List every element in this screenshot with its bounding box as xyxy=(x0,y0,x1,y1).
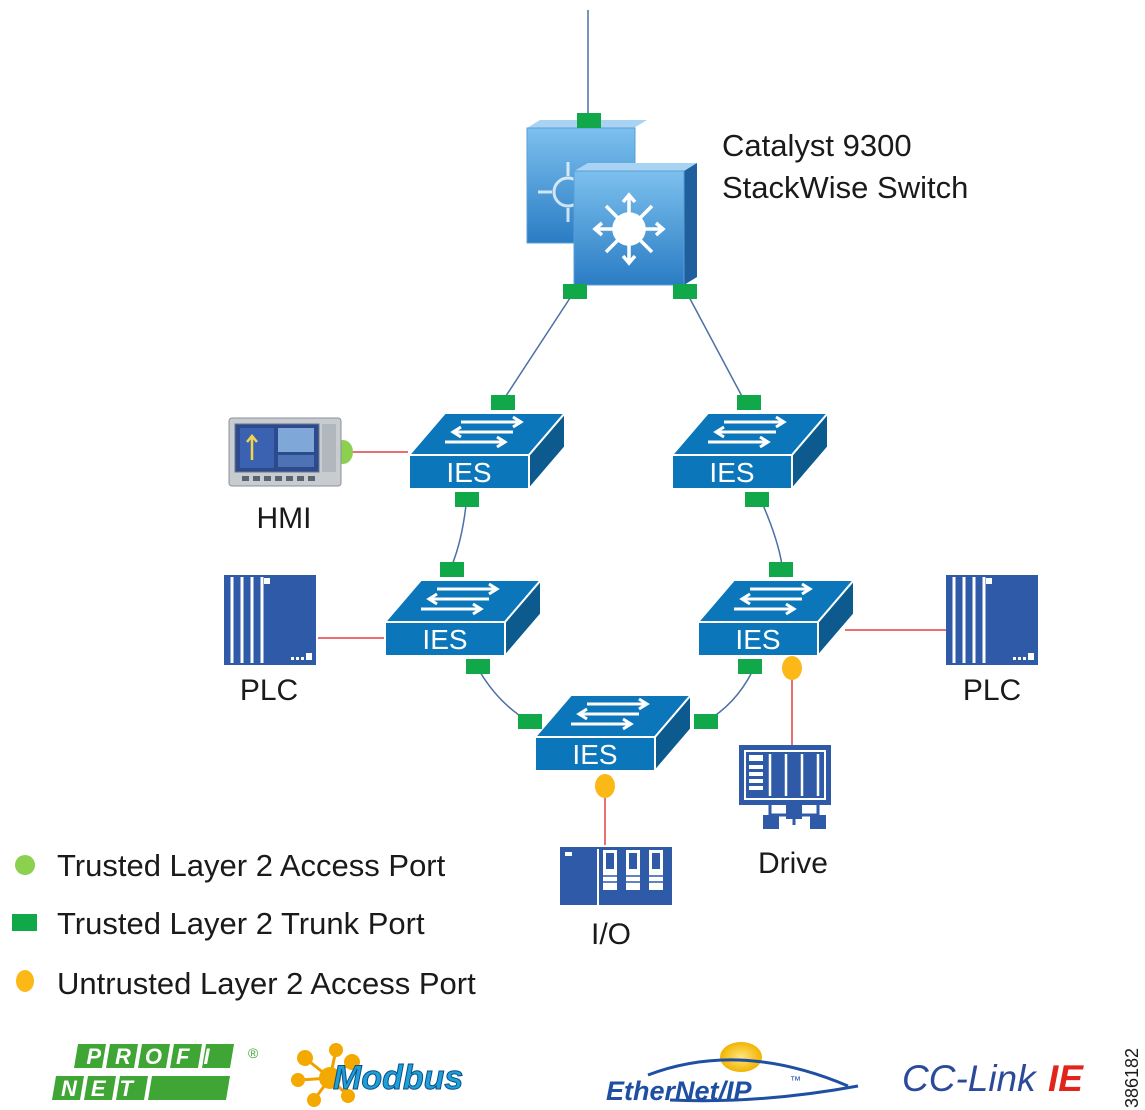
ethernet-ip-tm: ™ xyxy=(790,1075,801,1087)
ies-label: IES xyxy=(735,624,780,655)
link-ies1-ies3 xyxy=(451,504,467,566)
untrusted-port-drive xyxy=(782,656,802,680)
legend-item-trusted-access: Trusted Layer 2 Access Port xyxy=(15,848,446,883)
io-device[interactable] xyxy=(560,847,672,905)
cc-link-text: CC-Link xyxy=(902,1058,1038,1099)
modbus-text: Modbus xyxy=(333,1059,463,1097)
ethernet-ip-globe-icon xyxy=(720,1042,762,1072)
cc-link-ie-logo: CC-Link IE xyxy=(902,1058,1084,1099)
core-switch-front xyxy=(573,163,697,286)
legend-marker xyxy=(15,855,35,875)
trunk-port xyxy=(440,562,464,577)
ies-switch-4[interactable]: IES xyxy=(695,577,857,659)
trunk-port xyxy=(563,284,587,299)
switch-arrows-icon xyxy=(421,582,500,616)
trunk-port xyxy=(466,659,490,674)
profinet-bottom-text: NET xyxy=(61,1076,147,1101)
ies-label: IES xyxy=(422,624,467,655)
ies-switch-1[interactable]: IES xyxy=(406,410,568,492)
plc-left-device[interactable] xyxy=(224,575,316,665)
plc-right-device[interactable] xyxy=(946,575,1038,665)
figure-id: 386182 xyxy=(1122,1048,1142,1108)
core-switch-stack[interactable] xyxy=(526,120,697,286)
ies-switch-2[interactable]: IES xyxy=(669,410,831,492)
profinet-registered: ® xyxy=(248,1045,259,1061)
legend-label: Trusted Layer 2 Trunk Port xyxy=(57,906,425,941)
legend-label: Trusted Layer 2 Access Port xyxy=(57,848,446,883)
plc-left-label: PLC xyxy=(240,674,298,707)
trunk-port xyxy=(455,492,479,507)
link-ies2-ies4 xyxy=(762,504,783,566)
plc-right-label: PLC xyxy=(963,674,1021,707)
core-switch-label-line2: StackWise Switch xyxy=(722,170,968,205)
legend-item-untrusted-access: Untrusted Layer 2 Access Port xyxy=(16,966,476,1001)
device-links xyxy=(318,451,948,845)
link-core-ies2 xyxy=(687,294,746,403)
links xyxy=(451,10,783,723)
legend-item-trusted-trunk: Trusted Layer 2 Trunk Port xyxy=(12,906,425,941)
legend-label: Untrusted Layer 2 Access Port xyxy=(57,966,476,1001)
trunk-port xyxy=(694,714,718,729)
ies-switch-3[interactable]: IES xyxy=(382,577,544,659)
drive-device[interactable] xyxy=(739,745,831,829)
profinet-top-text: PROFI xyxy=(86,1044,223,1069)
trunk-port xyxy=(769,562,793,577)
ies-label: IES xyxy=(572,739,617,770)
router-icon xyxy=(592,192,666,266)
trunk-port xyxy=(518,714,542,729)
ies-switch-5[interactable]: IES xyxy=(532,692,694,774)
trunk-port xyxy=(491,395,515,410)
profinet-logo: PROFI NET ® xyxy=(52,1044,259,1101)
untrusted-port-io xyxy=(595,774,615,798)
cc-link-ie-text: IE xyxy=(1048,1058,1084,1099)
drive-label: Drive xyxy=(758,847,828,880)
molecule-icon xyxy=(291,1043,360,1107)
legend-marker xyxy=(12,914,37,931)
ies-label: IES xyxy=(709,457,754,488)
trunk-port xyxy=(738,659,762,674)
trunk-port xyxy=(737,395,761,410)
ethernet-ip-logo: EtherNet/IP ™ xyxy=(606,1042,859,1106)
trunk-port xyxy=(577,113,601,128)
core-switch-label-line1: Catalyst 9300 xyxy=(722,128,912,163)
modbus-logo: Modbus xyxy=(291,1043,464,1107)
hmi-label: HMI xyxy=(257,502,312,535)
trunk-ports xyxy=(440,113,793,729)
switch-arrows-icon xyxy=(445,415,524,449)
trunk-port xyxy=(673,284,697,299)
legend: Trusted Layer 2 Access Port Trusted Laye… xyxy=(12,848,476,1001)
hmi-device[interactable] xyxy=(228,417,342,487)
ies-label: IES xyxy=(446,457,491,488)
switch-arrows-icon xyxy=(734,582,813,616)
switch-arrows-icon xyxy=(571,697,650,731)
legend-marker xyxy=(16,970,34,992)
trunk-port xyxy=(745,492,769,507)
link-core-ies1 xyxy=(501,294,573,403)
io-label: I/O xyxy=(591,918,631,951)
ethernet-ip-text: EtherNet/IP xyxy=(606,1076,753,1106)
switch-arrows-icon xyxy=(708,415,787,449)
